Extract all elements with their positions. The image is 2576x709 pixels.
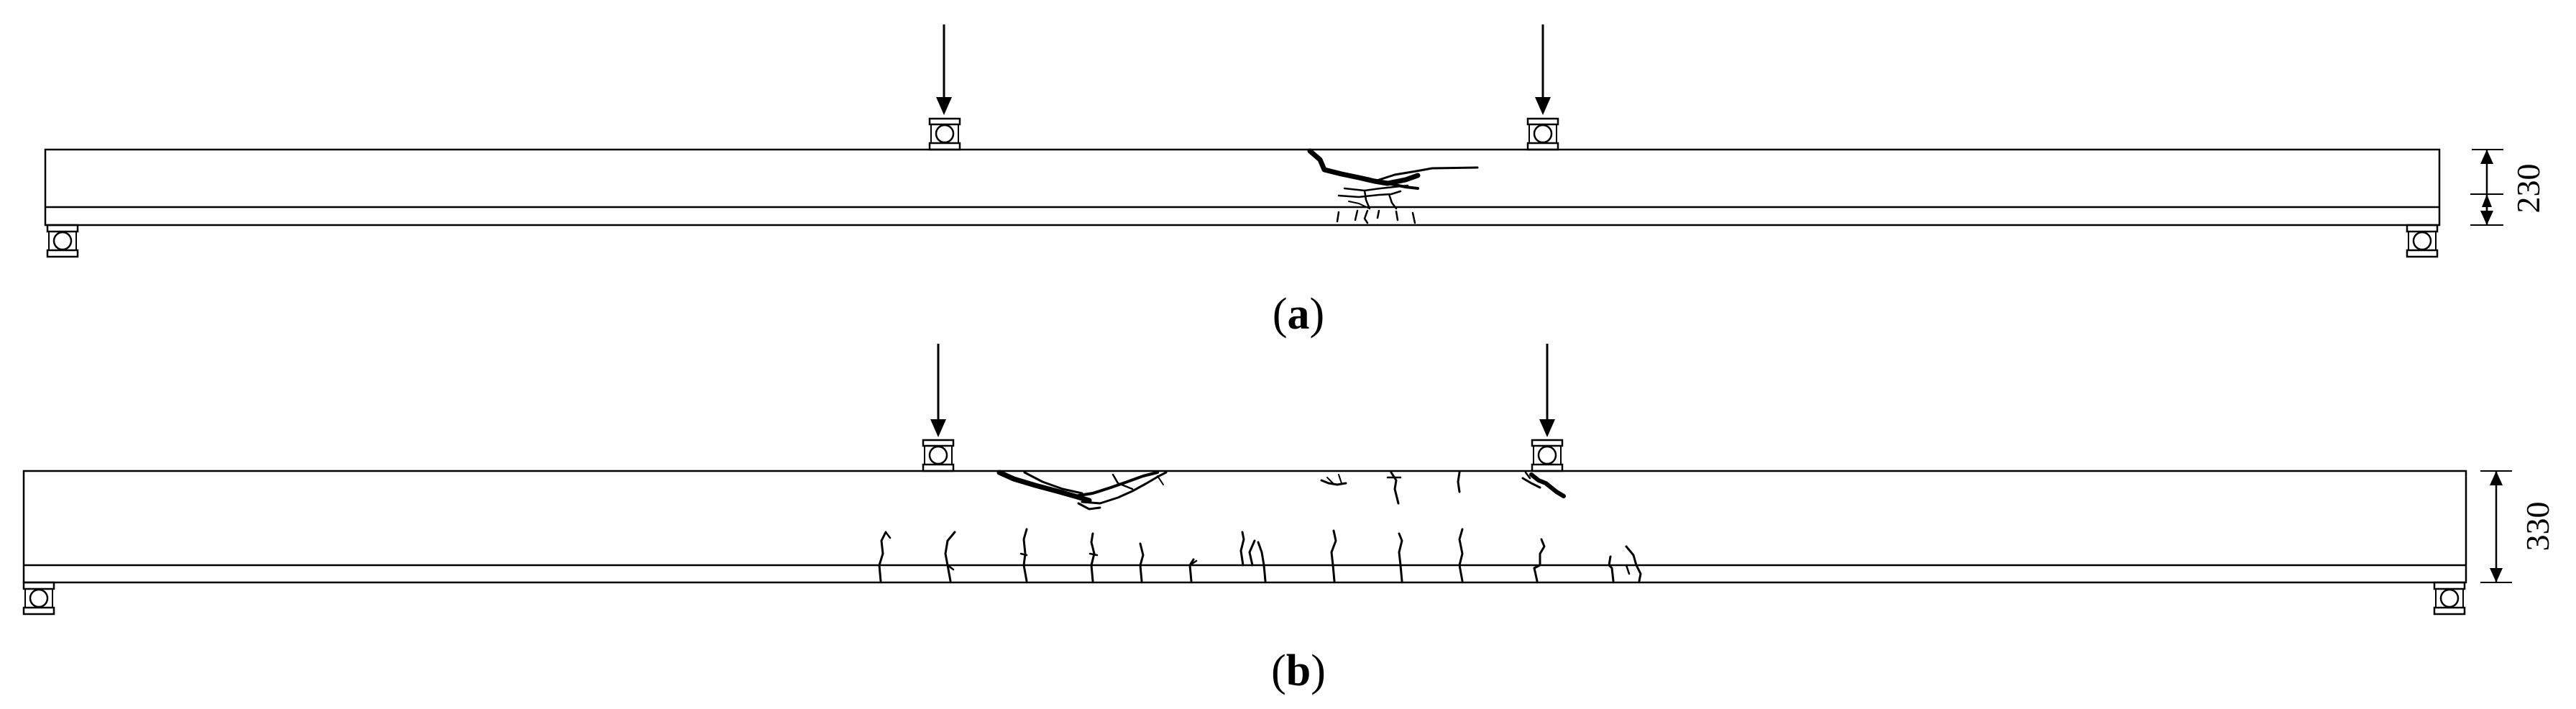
support-a-left (46, 224, 79, 258)
dimension-a: 230 (2470, 149, 2547, 226)
load-arrow-a-left (936, 24, 952, 115)
load-bearing-b-right (1531, 439, 1564, 472)
panel-b: 330 (b) (22, 344, 2556, 695)
load-arrow-b-right (1539, 344, 1555, 437)
load-bearing-a-left (928, 117, 961, 151)
load-bearing-a-right (1526, 117, 1559, 151)
depth-label-a: 230 (2510, 164, 2547, 214)
load-arrow-a-right (1535, 24, 1551, 115)
beam-b (22, 470, 2467, 584)
panel-a: 230 (a) (44, 24, 2547, 339)
dimension-b: 330 (2480, 470, 2556, 583)
support-b-right (2433, 581, 2466, 616)
crack-pattern-a (1307, 148, 1479, 224)
load-arrow-b-left (930, 344, 946, 437)
support-b-left (22, 581, 55, 616)
caption-a: (a) (1273, 290, 1324, 339)
beam-a (44, 148, 2441, 227)
caption-b: (b) (1271, 646, 1326, 695)
support-a-right (2406, 224, 2439, 258)
depth-label-b: 330 (2519, 502, 2556, 552)
crack-pattern-b (878, 470, 1642, 582)
load-bearing-b-left (922, 439, 955, 472)
